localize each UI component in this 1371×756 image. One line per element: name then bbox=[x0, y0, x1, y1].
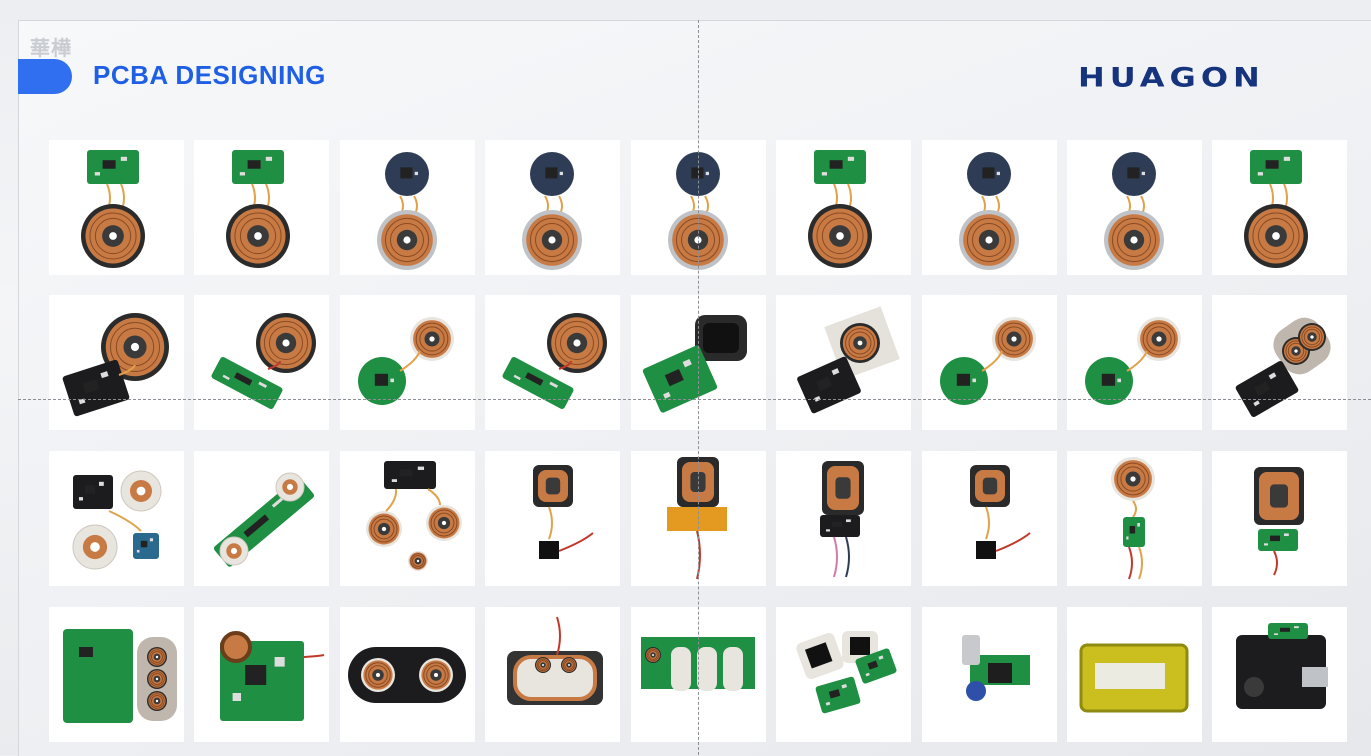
coil-with-round-board-icon bbox=[1085, 317, 1181, 405]
product-tile bbox=[922, 140, 1057, 275]
product-tile bbox=[485, 607, 620, 742]
rect-coil-small-board-icon bbox=[970, 465, 1031, 559]
product-tile bbox=[485, 140, 620, 275]
coil-with-round-board-icon bbox=[358, 317, 454, 405]
dual-coil-kit-icon bbox=[72, 470, 162, 570]
square-coil-black-board-icon bbox=[797, 306, 900, 414]
brand-logo: HUAGON bbox=[1078, 62, 1265, 94]
vertical-guide-line bbox=[698, 20, 699, 755]
product-tile bbox=[49, 607, 184, 742]
product-tile bbox=[922, 607, 1057, 742]
coil-with-black-board-icon bbox=[62, 313, 169, 417]
product-tile bbox=[485, 295, 620, 430]
coil-with-round-board-icon bbox=[940, 317, 1036, 405]
header-accent-tab bbox=[18, 59, 72, 94]
product-tile bbox=[194, 140, 329, 275]
product-tile bbox=[1212, 140, 1347, 275]
page-title: PCBA DESIGNING bbox=[93, 60, 326, 90]
board-above-coil-icon bbox=[81, 150, 145, 268]
product-tile bbox=[194, 451, 329, 586]
inductor-board-icon bbox=[220, 631, 325, 721]
product-tile bbox=[49, 140, 184, 275]
product-tile bbox=[776, 140, 911, 275]
dual-square-coils-icon bbox=[796, 631, 897, 714]
product-tile bbox=[922, 295, 1057, 430]
product-tile bbox=[776, 295, 911, 430]
multi-coil-kit-icon bbox=[366, 461, 462, 571]
green-board-triple-coil-icon bbox=[63, 629, 177, 723]
round-coil-small-board-icon bbox=[1111, 457, 1155, 580]
black-dual-coil-board-icon bbox=[348, 647, 466, 703]
product-tile bbox=[340, 607, 475, 742]
usb-c-board-icon bbox=[962, 635, 1030, 701]
product-tile bbox=[1067, 295, 1202, 430]
battery-pack-icon bbox=[1079, 643, 1189, 713]
rect-coil-black-board-icon bbox=[820, 461, 864, 578]
product-tile bbox=[1067, 140, 1202, 275]
horizontal-guide-line bbox=[18, 399, 1371, 400]
product-tile bbox=[1212, 607, 1347, 742]
coil-with-green-board-icon bbox=[502, 313, 607, 409]
product-tile bbox=[194, 607, 329, 742]
product-tile bbox=[49, 295, 184, 430]
product-tile bbox=[776, 607, 911, 742]
triple-coil-pad-icon bbox=[507, 616, 603, 705]
board-above-coil-icon bbox=[1244, 150, 1308, 268]
watermark: 華樺 bbox=[30, 36, 72, 60]
rect-coil-small-board-icon bbox=[533, 465, 594, 559]
product-tile bbox=[49, 451, 184, 586]
product-tile bbox=[485, 451, 620, 586]
usb-charger-board-icon bbox=[1236, 623, 1328, 709]
product-tile bbox=[340, 140, 475, 275]
round-board-coil-icon bbox=[522, 152, 582, 270]
product-tile bbox=[340, 295, 475, 430]
product-tile bbox=[1212, 451, 1347, 586]
product-tile bbox=[1067, 451, 1202, 586]
product-tile bbox=[922, 451, 1057, 586]
long-board-two-coils-icon bbox=[213, 472, 315, 567]
round-board-coil-icon bbox=[959, 152, 1019, 270]
product-tile bbox=[1212, 295, 1347, 430]
board-above-coil-icon bbox=[226, 150, 290, 268]
product-tile bbox=[1067, 607, 1202, 742]
rect-coil-green-board-icon bbox=[1254, 467, 1304, 576]
round-board-coil-icon bbox=[377, 152, 437, 270]
product-tile bbox=[776, 451, 911, 586]
round-board-coil-icon bbox=[1104, 152, 1164, 270]
oval-coil-black-board-icon bbox=[1235, 317, 1331, 417]
coil-with-green-board-icon bbox=[211, 313, 316, 409]
board-above-coil-icon bbox=[808, 150, 872, 268]
product-tile bbox=[340, 451, 475, 586]
product-tile bbox=[194, 295, 329, 430]
